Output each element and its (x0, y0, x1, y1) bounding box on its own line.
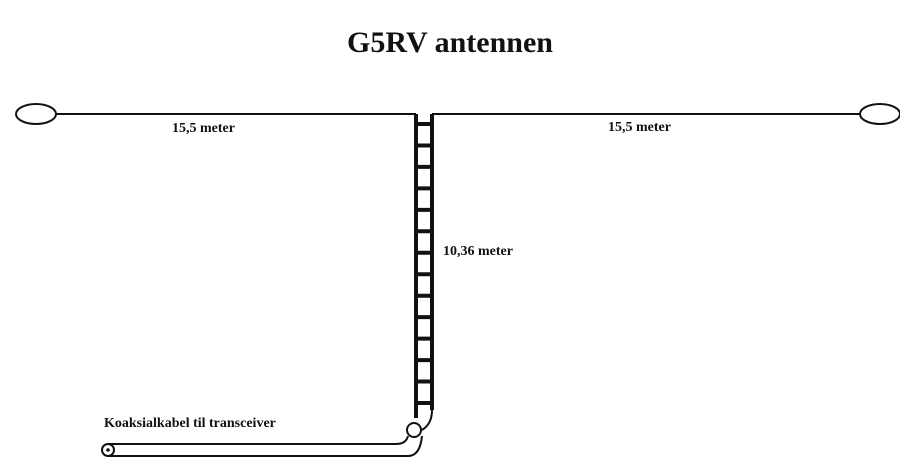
coax-cable-bottom (108, 435, 423, 457)
ladder-to-coax-transition (421, 409, 433, 431)
coax-center-conductor (106, 448, 110, 452)
diagram-title: G5RV antennen (347, 26, 553, 59)
right-dipole-length-label: 15,5 meter (608, 120, 671, 135)
ladder-rungs (414, 122, 434, 405)
ladder-line-length-label: 10,36 meter (443, 244, 513, 259)
left-insulator (15, 103, 57, 125)
balun-joint (406, 422, 422, 438)
coax-cable-top (108, 435, 409, 445)
right-insulator (859, 103, 900, 125)
left-dipole-length-label: 15,5 meter (172, 121, 235, 136)
coax-cable-label: Koaksialkabel til transceiver (104, 416, 276, 431)
